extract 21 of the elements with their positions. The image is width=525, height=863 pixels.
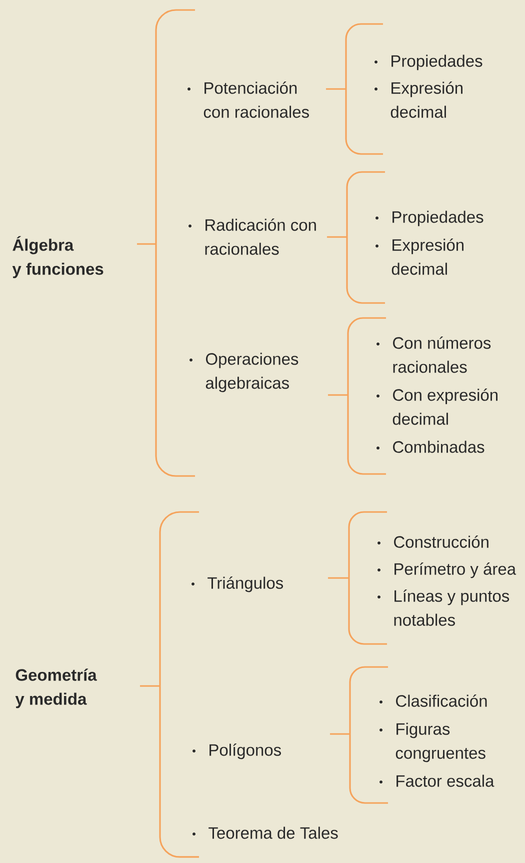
list-item: Líneas y puntos notables <box>394 590 510 626</box>
list-item: Construcción <box>394 536 488 548</box>
topic-heading: Geometría y medida <box>15 668 97 708</box>
list-item: Operaciones algebraicas <box>206 352 298 392</box>
list-item: Clasificación <box>396 694 487 707</box>
list-item: Expresión decimal <box>390 82 462 118</box>
list-item: Potenciación con racionales <box>204 82 309 118</box>
list-item: Propiedades <box>392 54 482 70</box>
list-item: Triángulos <box>208 576 283 592</box>
list-item: Factor escala <box>396 774 494 787</box>
list-item: Polígonos <box>210 744 281 760</box>
list-item: Con expresión decimal <box>392 388 498 425</box>
list-item: Teorema de Tales <box>208 826 338 839</box>
list-item: Perímetro y área <box>394 562 516 578</box>
list-item: Figuras congruentes <box>396 722 486 762</box>
list-item: Combinadas <box>393 440 484 453</box>
list-item: Con números racionales <box>393 336 491 373</box>
list-item: Radicación con racionales <box>205 218 316 255</box>
list-item: Propiedades <box>392 210 484 226</box>
list-item: Expresión decimal <box>392 238 464 275</box>
topic-heading: Álgebra y funciones <box>12 236 104 278</box>
